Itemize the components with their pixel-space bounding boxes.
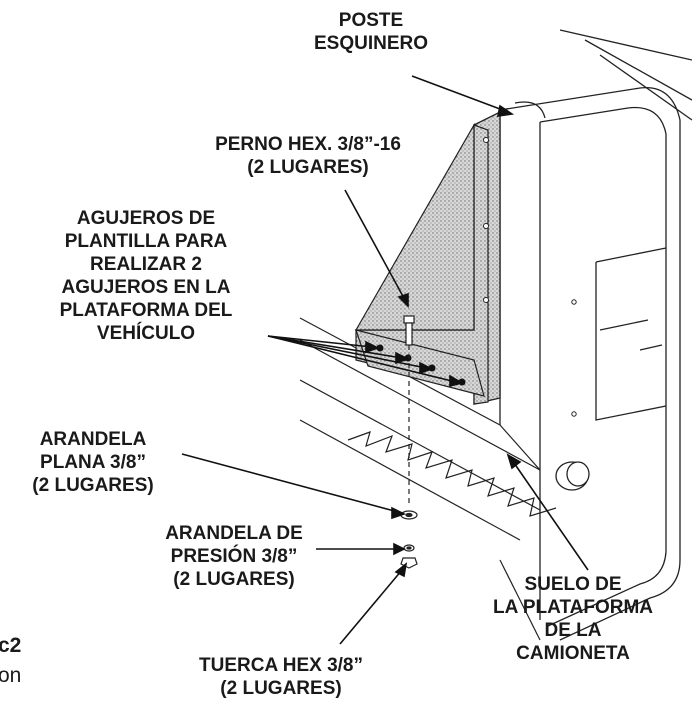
label-line: CAMIONETA — [516, 643, 630, 664]
label-line: PLANTILLA PARA — [64, 231, 228, 252]
label-agujeros: AGUJEROS DE PLANTILLA PARA REALIZAR 2 AG… — [16, 207, 276, 345]
label-line: (2 LUGARES) — [173, 569, 295, 590]
label-line: ARANDELA — [39, 429, 147, 450]
label-line: PRESIÓN 3/8” — [170, 546, 298, 567]
hardware-stack — [400, 510, 418, 569]
label-perno-hex: PERNO HEX. 3/8”-16 (2 LUGARES) — [188, 133, 428, 179]
label-line: PLANA 3/8” — [40, 452, 146, 473]
label-line: (2 LUGARES) — [32, 475, 154, 496]
leader-lines — [181, 75, 589, 645]
label-line: TUERCA HEX 3/8” — [199, 655, 363, 676]
label-line: (2 LUGARES) — [247, 157, 369, 178]
round-knob — [555, 461, 590, 491]
page-fragment-bottom: on — [0, 664, 22, 687]
label-line: PERNO HEX. 3/8”-16 — [215, 134, 401, 155]
label-line: ARANDELA DE — [165, 523, 303, 544]
truck-bed-body — [499, 29, 692, 641]
label-poste-esquinero: POSTE ESQUINERO — [296, 9, 446, 55]
label-line: REALIZAR 2 — [90, 254, 202, 275]
label-line: AGUJEROS EN LA — [61, 277, 231, 298]
label-line: PLATAFORMA DEL — [59, 300, 233, 321]
label-line: POSTE — [338, 10, 404, 31]
label-tuerca-hex: TUERCA HEX 3/8” (2 LUGARES) — [176, 654, 386, 700]
hex-bolt — [403, 315, 415, 505]
label-line: AGUJEROS DE — [76, 208, 216, 229]
label-suelo-plataforma: SUELO DE LA PLATAFORMA DE LA CAMIONETA — [468, 573, 678, 665]
label-arandela-plana: ARANDELA PLANA 3/8” (2 LUGARES) — [8, 428, 178, 497]
label-line: SUELO DE — [524, 574, 622, 595]
page-fragment-top: c2 — [0, 634, 22, 657]
label-arandela-presion: ARANDELA DE PRESIÓN 3/8” (2 LUGARES) — [150, 522, 318, 591]
label-line: (2 LUGARES) — [220, 678, 342, 699]
label-line: LA PLATAFORMA — [492, 597, 654, 618]
template-holes — [376, 344, 466, 386]
label-line: VEHÍCULO — [96, 323, 196, 344]
label-line: ESQUINERO — [313, 33, 429, 54]
label-line: DE LA — [544, 620, 602, 641]
